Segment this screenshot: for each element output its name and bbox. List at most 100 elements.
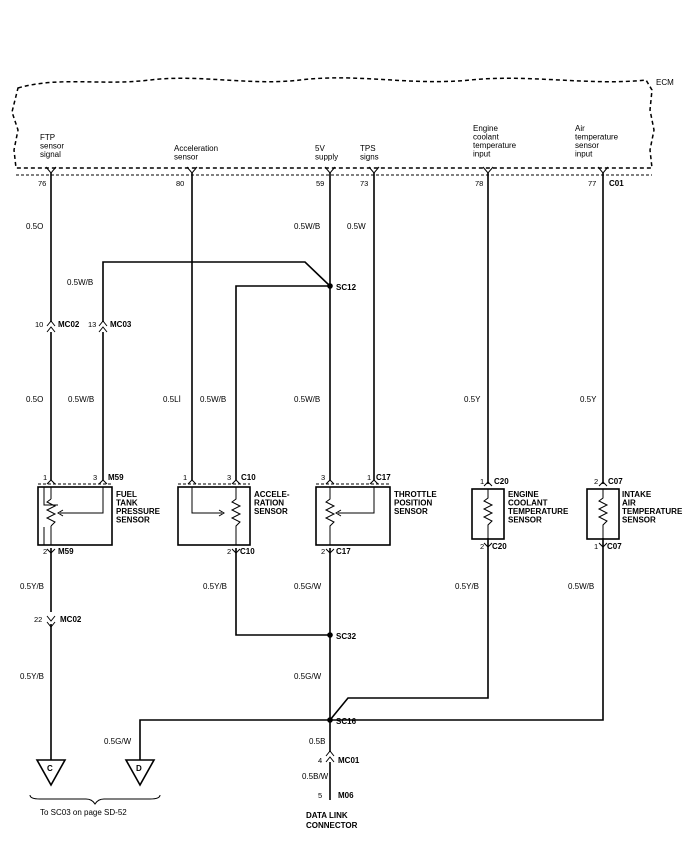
page-reference-d: D — [124, 759, 156, 787]
sensor-connector: C17 — [376, 473, 391, 482]
sensor-pin: 2 — [43, 547, 47, 556]
wire-accel-return — [235, 285, 330, 480]
sensor-pin: 2 — [594, 477, 598, 486]
wire-dlc — [325, 750, 335, 800]
wiper-arrow — [335, 487, 375, 517]
inline-pin: 13 — [88, 320, 96, 329]
wire-label: 0.5W/B — [67, 278, 93, 287]
ecm-pins: 76 80 59 73 78 77 C01 — [38, 179, 624, 188]
wire-label: 0.5W/B — [200, 395, 226, 404]
wire-label: 0.5G/W — [294, 672, 322, 681]
ecm-pin-59: 59 — [316, 179, 324, 188]
page-reference-c: C — [35, 759, 67, 787]
resistor-zigzag — [597, 489, 609, 539]
wire-label: 0.5W — [347, 222, 366, 231]
inline-connector-mc02-lower: MC02 — [60, 615, 82, 624]
resistor-zigzag — [45, 487, 57, 545]
inline-pin: 5 — [318, 791, 322, 800]
ecm-label: ECM — [656, 78, 674, 87]
sensor-connector: C10 — [241, 473, 256, 482]
wiper-arrow — [57, 487, 104, 517]
inline-connectors: 10 MC02 13 MC03 22 MC02 4 MC01 5 M06 — [34, 320, 360, 800]
wire-label: 0.5Y/B — [20, 672, 44, 681]
sensor-pin: 1 — [43, 473, 47, 482]
sensor-pin: 3 — [93, 473, 97, 482]
ecm-pin-76: 76 — [38, 179, 46, 188]
wire-label: 0.5B/W — [302, 772, 329, 781]
wire-d-ground — [139, 719, 330, 760]
page-reference-d-label: D — [136, 764, 142, 773]
wire-label: 0.5O — [26, 222, 43, 231]
ecm-pin-78: 78 — [475, 179, 483, 188]
inline-connector-mc02: MC02 — [58, 320, 80, 329]
wire-label: 0.5W/B — [294, 395, 320, 404]
sensor-pin: 2 — [480, 542, 484, 551]
sensor-connector: C07 — [607, 542, 622, 551]
ecm-connector-c01: C01 — [609, 179, 624, 188]
inline-pin: 4 — [318, 756, 322, 765]
ecm-outline — [11, 77, 655, 169]
splice-sc32 — [327, 632, 333, 638]
ecm-pin-73: 73 — [360, 179, 368, 188]
wire-label: 0.5Y — [464, 395, 481, 404]
footnote: To SC03 on page SD-52 — [40, 808, 127, 817]
resistor-zigzag — [324, 487, 336, 545]
page-reference-c-label: C — [47, 764, 53, 773]
wire-label: 0.5G/W — [104, 737, 132, 746]
wire-ect-ground — [329, 538, 489, 721]
sensor-pin: 1 — [594, 542, 598, 551]
wire-ftp-return — [98, 261, 331, 480]
wire-label: 0.5W/B — [568, 582, 594, 591]
ecm-pin-80: 80 — [176, 179, 184, 188]
wire-ftp-ground — [46, 548, 56, 760]
sensor-connector: M59 — [108, 473, 124, 482]
resistor-zigzag — [482, 489, 494, 539]
wire-label: 0.5G/W — [294, 582, 322, 591]
wire-label: 0.5W/B — [68, 395, 94, 404]
wire-label: 0.5O — [26, 395, 43, 404]
wire-label: 0.5Lİ — [163, 395, 181, 404]
wire-label: 0.5Y — [580, 395, 597, 404]
inline-connector-mc01: MC01 — [338, 756, 360, 765]
sensor-connector: C17 — [336, 547, 351, 556]
wire-accel-ground — [235, 548, 330, 636]
wire-label: 0.5Y/B — [20, 582, 44, 591]
wire-label: 0.5Y/B — [455, 582, 479, 591]
wire-label: 0.5B — [309, 737, 325, 746]
reference-brace — [29, 794, 161, 805]
sensor-pin: 1 — [367, 473, 371, 482]
sensor-connector: C20 — [492, 542, 507, 551]
wire-iat-ground — [330, 538, 604, 721]
splice-sc16-label: SC16 — [336, 717, 357, 726]
inline-pin: 22 — [34, 615, 42, 624]
wire-ftp-signal — [46, 173, 56, 480]
inline-connector-mc03: MC03 — [110, 320, 132, 329]
splice-sc12-label: SC12 — [336, 283, 357, 292]
wire-labels: 0.5O 0.5W/B 0.5W 0.5W/B 0.5O 0.5W/B 0.5L… — [20, 222, 597, 781]
sensor-pin: 2 — [321, 547, 325, 556]
sensor-pin: 1 — [480, 477, 484, 486]
sensor-pin: 3 — [227, 473, 231, 482]
inline-pin: 10 — [35, 320, 43, 329]
inline-connector-m06: M06 — [338, 791, 354, 800]
splice-sc32-label: SC32 — [336, 632, 357, 641]
sensor-pin: 2 — [227, 547, 231, 556]
